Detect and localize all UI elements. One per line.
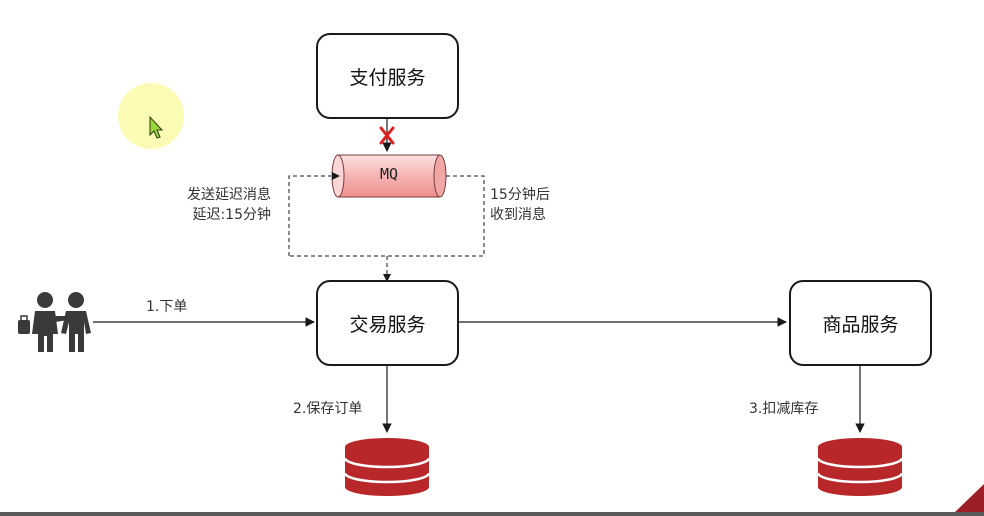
trade-service-label: 交易服务 [349, 313, 426, 336]
send-delay-label: 发送延迟消息 延迟:15分钟 [187, 185, 271, 225]
send-delay-line1: 发送延迟消息 [187, 187, 271, 203]
cursor-icon [149, 115, 164, 139]
receive-label: 15分钟后 收到消息 [490, 185, 550, 225]
trade-service-node: 交易服务 [316, 280, 459, 366]
mq-label: MQ [379, 165, 399, 183]
cross-icon [379, 126, 395, 145]
save-order-edge-label: 2.保存订单 [293, 401, 363, 417]
delay-message-loop [288, 175, 485, 278]
receive-line1: 15分钟后 [490, 187, 550, 203]
pay-service-node: 支付服务 [316, 33, 459, 119]
receive-line2: 收到消息 [490, 207, 546, 223]
order-edge-label: 1.下单 [146, 299, 188, 315]
order-database-icon [343, 438, 431, 496]
arrowhead-to-mq [332, 172, 340, 180]
users-icon [18, 292, 91, 352]
pay-service-label: 支付服务 [349, 66, 426, 89]
goods-service-label: 商品服务 [822, 313, 899, 336]
arrowhead-to-trade [383, 274, 391, 282]
cursor-highlight [118, 83, 184, 149]
stock-database-icon [816, 438, 904, 496]
goods-service-node: 商品服务 [789, 280, 932, 366]
send-delay-line2: 延迟:15分钟 [192, 207, 271, 223]
corner-triangle [955, 484, 984, 512]
deduct-stock-edge-label: 3.扣减库存 [749, 401, 819, 417]
bottom-bar [0, 512, 984, 516]
